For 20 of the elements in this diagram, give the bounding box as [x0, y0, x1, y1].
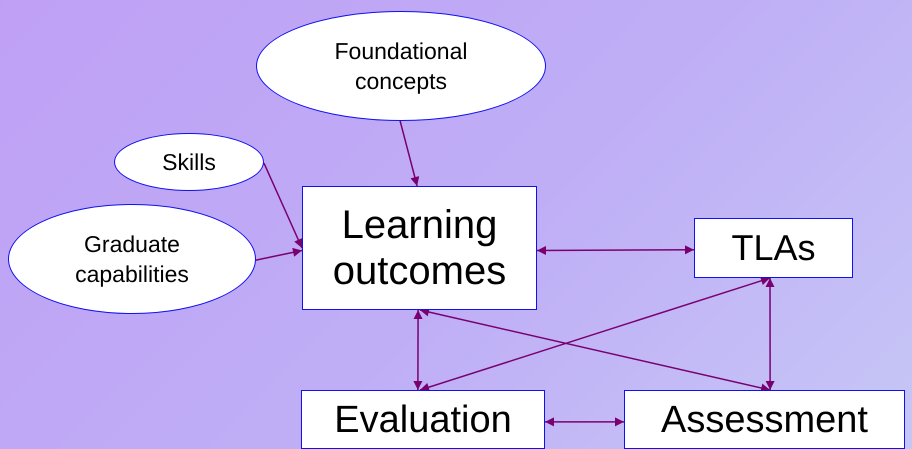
- arrow: [256, 248, 302, 261]
- node-label: Skills: [162, 148, 216, 177]
- process-box: [301, 390, 545, 449]
- arrow: [545, 417, 624, 426]
- arrow: [263, 162, 303, 248]
- node-label: TLAs: [731, 226, 816, 270]
- arrow: [413, 310, 423, 390]
- arrow: [766, 278, 775, 390]
- node-label: Learning outcomes: [332, 202, 508, 294]
- node-label: Graduate capabilities: [74, 230, 190, 289]
- arrow: [399, 120, 420, 186]
- process-box: [694, 218, 853, 278]
- arrow: [420, 276, 770, 392]
- arrow: [537, 245, 694, 255]
- arrow: [420, 308, 770, 392]
- process-box: [302, 186, 537, 310]
- process-box: [624, 390, 905, 449]
- node-label: Assessment: [661, 398, 868, 442]
- node-label: Foundational concepts: [334, 37, 468, 96]
- node-label: Evaluation: [334, 398, 512, 442]
